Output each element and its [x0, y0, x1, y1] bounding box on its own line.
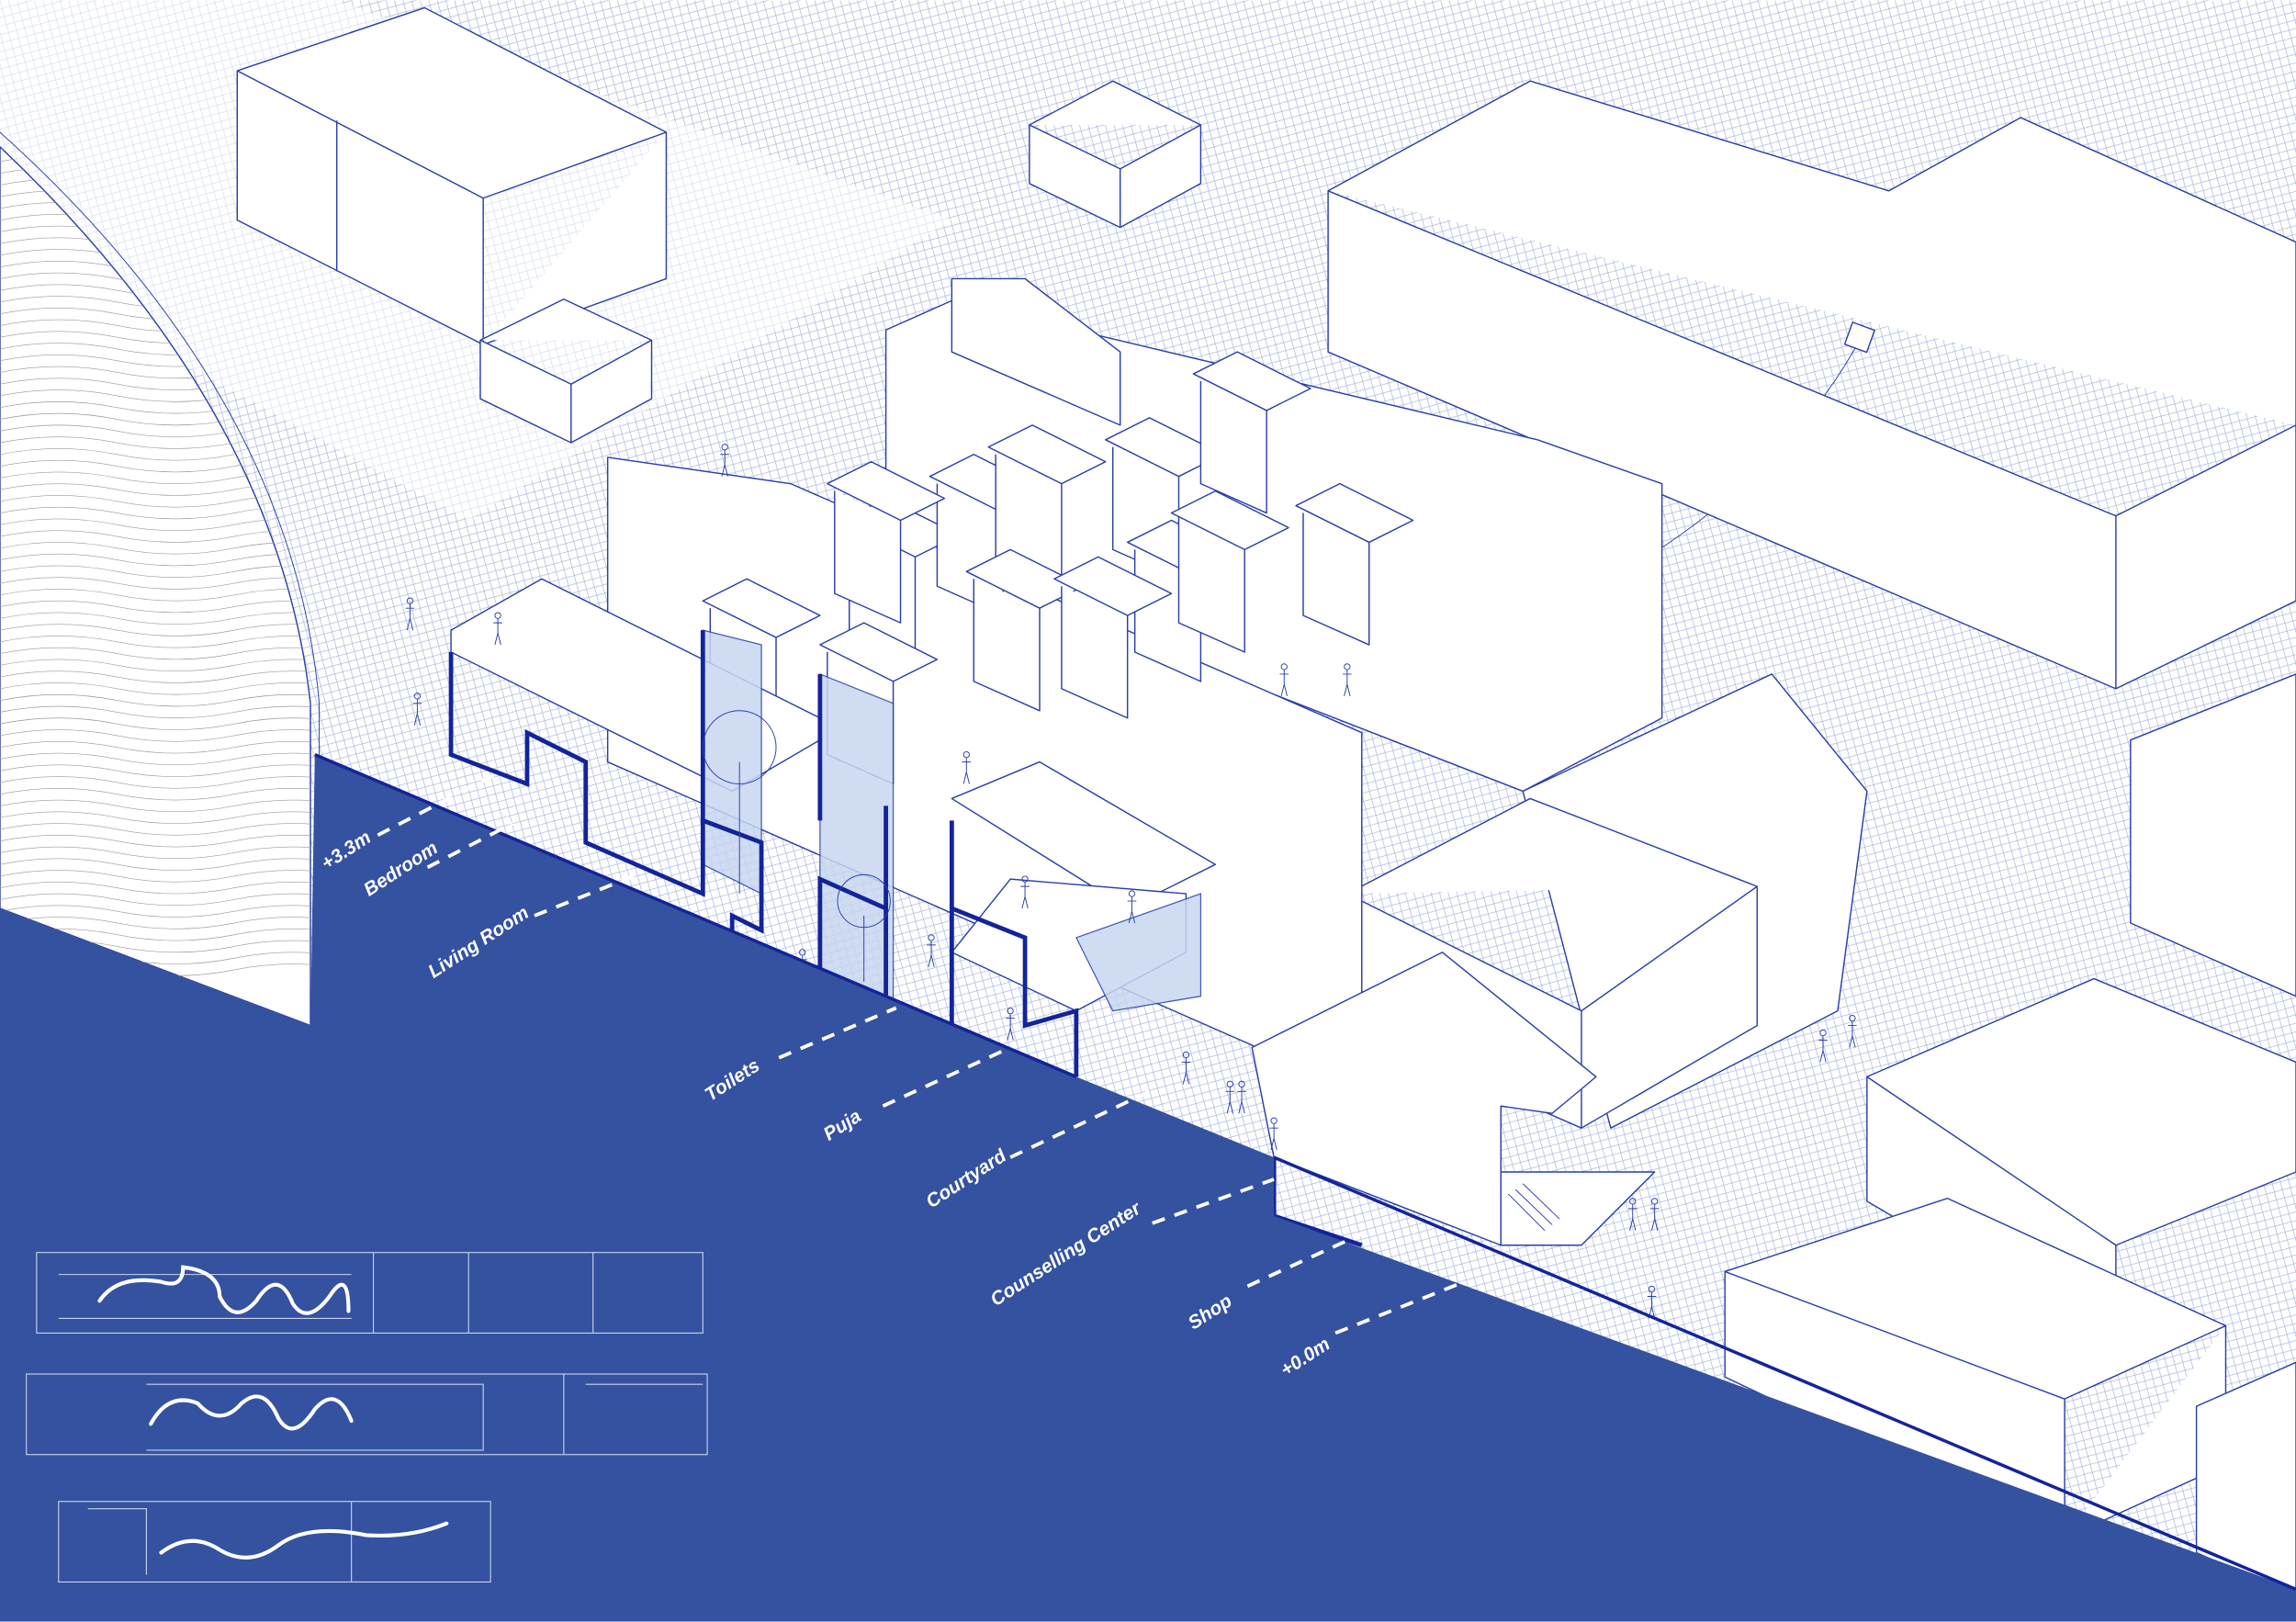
plan-upper [36, 1252, 703, 1334]
wave-line [0, 670, 311, 683]
floor-plans [26, 1252, 708, 1583]
plan-lower [58, 1501, 491, 1583]
wave-line [0, 612, 311, 625]
roof-unit [827, 461, 946, 624]
person-figure [1649, 1198, 1660, 1231]
kite [1843, 321, 1875, 354]
person-figure [1343, 663, 1352, 696]
person-figure [927, 934, 936, 967]
wave-line [0, 799, 311, 813]
wave-line [0, 752, 311, 766]
person-figure [1627, 1198, 1638, 1231]
people [405, 444, 1857, 1319]
roof-unit [1170, 490, 1289, 653]
background-buildings [236, 6, 2296, 1598]
person-figure [405, 597, 415, 631]
person-figure [1269, 1117, 1278, 1151]
person-figure [1237, 1080, 1246, 1114]
person-figure [1225, 1080, 1235, 1114]
wave-line [0, 893, 311, 907]
person-figure [1818, 1029, 1828, 1063]
wave-line [0, 729, 311, 742]
roof-unit [1192, 351, 1311, 514]
wave-line [0, 776, 311, 789]
wave-line [0, 624, 311, 636]
person-figure [1279, 663, 1289, 696]
wave-line [0, 905, 311, 918]
wave-line [0, 764, 311, 777]
wave-line [0, 811, 311, 824]
wave-line [0, 882, 311, 895]
wave-line [0, 787, 311, 801]
person-figure [1127, 890, 1137, 924]
wave-line [0, 823, 311, 836]
wave-line [0, 693, 311, 707]
person-figure [720, 444, 730, 477]
person-figure [493, 612, 502, 646]
roof-unit [1053, 556, 1173, 719]
roof-unit [1295, 482, 1414, 646]
wave-line [0, 929, 311, 941]
leader-lines [377, 767, 1466, 1335]
wave-line [0, 705, 311, 719]
wave-line [0, 834, 311, 848]
person-figure [1020, 875, 1030, 909]
wave-line [0, 659, 311, 672]
plan-middle [26, 1373, 708, 1456]
wave-line [0, 858, 311, 871]
wave-line [0, 870, 311, 883]
wave-line [0, 636, 311, 648]
section-cut-plane [0, 754, 2296, 1622]
person-figure [1647, 1285, 1657, 1319]
wave-line [0, 682, 311, 695]
housing-complex [448, 277, 1663, 1248]
person-figure [1848, 1015, 1857, 1048]
person-figure [412, 693, 422, 726]
wave-line [0, 846, 311, 860]
person-figure [962, 751, 972, 784]
person-figure [1006, 1008, 1015, 1041]
section-edge [314, 753, 2296, 1592]
wave-line [0, 647, 311, 660]
wave-line [0, 717, 311, 730]
wave-line [0, 917, 311, 929]
wave-line [0, 740, 311, 754]
person-figure [1181, 1051, 1191, 1085]
